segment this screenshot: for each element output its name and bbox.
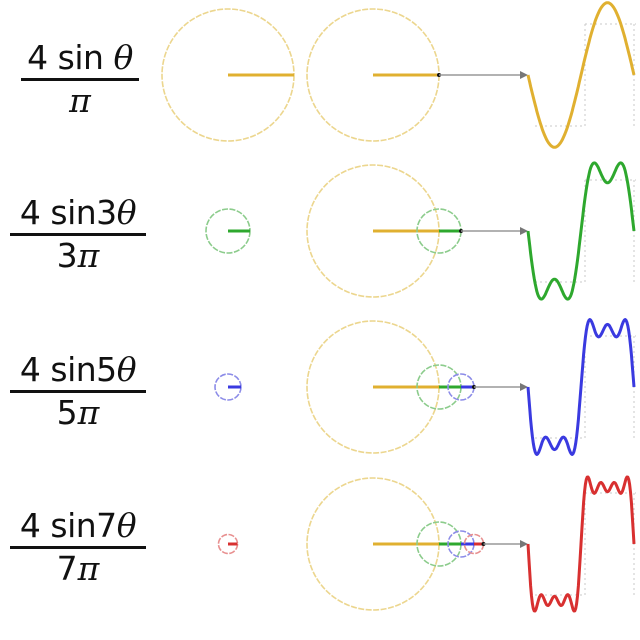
numerator: 4 sin5 xyxy=(19,350,117,389)
formula-row-4: 4 sin7θ 7π xyxy=(3,508,153,587)
denominator: 3 xyxy=(56,236,78,275)
wave-guide-grid xyxy=(535,492,636,596)
formula-row-2: 4 sin3θ 3π xyxy=(3,195,153,274)
fraction-bar xyxy=(10,390,146,393)
pi-symbol: π xyxy=(77,236,100,275)
wave-curve-1 xyxy=(526,1,636,149)
theta-symbol: θ xyxy=(116,506,137,545)
pi-symbol: π xyxy=(69,81,91,120)
arrow-head-icon xyxy=(520,227,528,235)
pi-symbol: π xyxy=(77,549,100,588)
numerator: 4 sin xyxy=(27,38,114,77)
wave-guide-grid xyxy=(535,23,636,127)
denominator: 5 xyxy=(56,393,78,432)
pi-symbol: π xyxy=(77,393,100,432)
fraction-bar xyxy=(21,78,139,81)
fraction-bar xyxy=(10,546,146,549)
fraction-bar xyxy=(10,233,146,236)
formula-row-1: 4 sin θ π xyxy=(5,40,155,119)
numerator: 4 sin3 xyxy=(19,193,117,232)
arrow-head-icon xyxy=(520,540,528,548)
denominator: 7 xyxy=(56,549,78,588)
formula-row-3: 4 sin5θ 5π xyxy=(3,352,153,431)
arrow-head-icon xyxy=(520,383,528,391)
theta-symbol: θ xyxy=(113,38,133,77)
arrow-head-icon xyxy=(520,71,528,79)
theta-symbol: θ xyxy=(116,193,137,232)
wave-curve-7 xyxy=(526,475,636,613)
wave-guide-grid xyxy=(535,335,636,439)
numerator: 4 sin7 xyxy=(19,506,117,545)
wave-curve-3 xyxy=(526,161,636,301)
wave-curve-5 xyxy=(526,318,636,456)
theta-symbol: θ xyxy=(116,350,137,389)
